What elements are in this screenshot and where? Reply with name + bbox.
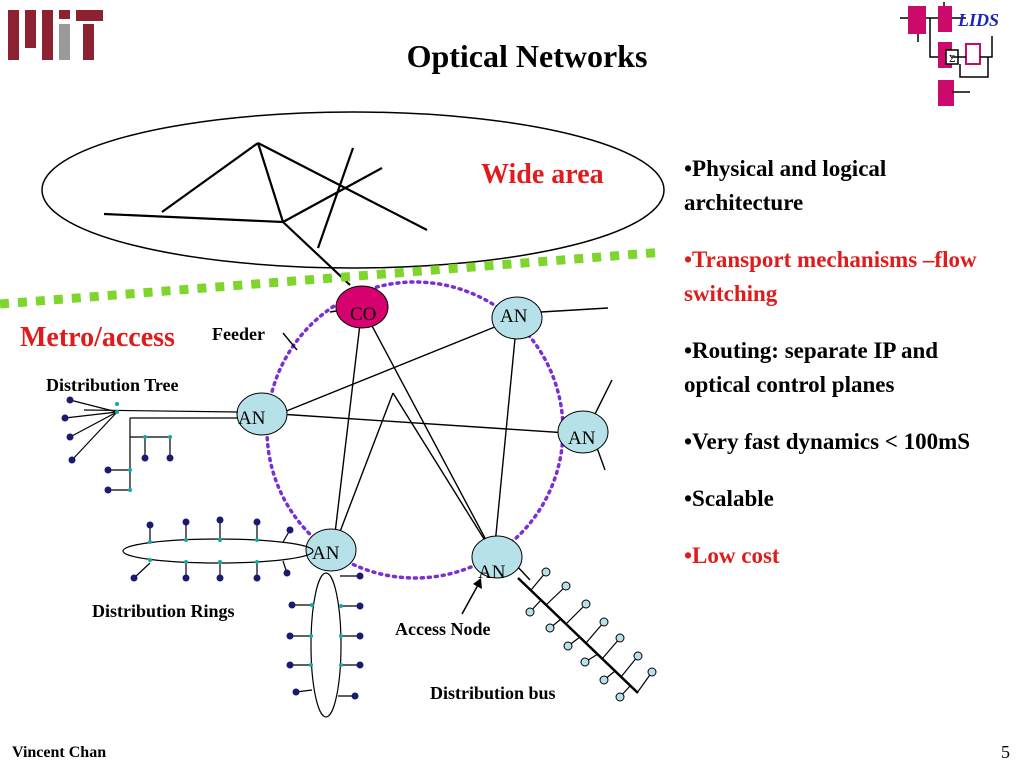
distribution-ring [310, 572, 342, 718]
an-node [491, 296, 543, 340]
bullet-list: •Physical and logical architecture •Tran… [684, 152, 984, 596]
access-node-arrowhead [473, 578, 482, 589]
distribution-tree-label: Distribution Tree [46, 375, 179, 395]
an-label: AN [238, 408, 266, 429]
bullet-item: •Routing: separate IP and optical contro… [684, 338, 939, 397]
boundary-line [0, 247, 665, 309]
co-label: CO [350, 304, 376, 325]
mit-logo [8, 10, 103, 60]
distribution-bus-label: Distribution bus [430, 683, 556, 703]
bullet-item: •Physical and logical architecture [684, 156, 887, 215]
vring-endpoints [286, 572, 364, 700]
tree-junctions [115, 402, 172, 492]
ring-spokes [133, 520, 291, 579]
an-node [236, 392, 288, 436]
page-title: Optical Networks [406, 38, 648, 74]
bullet-item: •Scalable [684, 486, 774, 511]
co-node [335, 285, 389, 329]
access-node-arrow [461, 584, 479, 615]
distribution-ring [122, 538, 314, 564]
page-number: 5 [1001, 742, 1010, 762]
distribution-bus [517, 577, 639, 694]
metro-mesh [278, 306, 584, 556]
wide-area-label: Wide area [481, 159, 604, 190]
svg-text:Σ: Σ [949, 53, 955, 65]
wide-area-mesh [103, 142, 428, 286]
an-node [305, 528, 357, 572]
an-label: AN [478, 562, 506, 583]
bus-endpoints [525, 567, 657, 702]
an-label: AN [500, 306, 528, 327]
ring-endpoints [130, 516, 294, 582]
footer-author: Vincent Chan [12, 744, 107, 761]
an-node [557, 410, 609, 454]
bus-taps [529, 571, 653, 698]
vring-junctions [309, 603, 343, 667]
feeder-label: Feeder [212, 324, 265, 344]
metro-access-label: Metro/access [20, 322, 175, 353]
distribution-rings-label: Distribution Rings [92, 601, 235, 621]
distribution-tree [64, 399, 239, 491]
tree-endpoints [61, 396, 174, 494]
bullet-item: •Transport mechanisms –flow switching [684, 247, 977, 306]
an-label: AN [312, 543, 340, 564]
bullet-item: •Low cost [684, 543, 780, 568]
access-node-label: Access Node [395, 619, 490, 639]
an-node [471, 535, 523, 579]
lids-logo-text: LIDS [957, 10, 999, 30]
bullet-item: •Very fast dynamics < 100mS [684, 429, 971, 454]
an-label: AN [568, 428, 596, 449]
wide-area-ellipse [41, 111, 665, 269]
ring-junctions [148, 538, 259, 564]
vring-spokes [290, 575, 360, 697]
lids-logo: Σ LIDS [900, 2, 999, 106]
feeder-pointer [282, 332, 298, 351]
